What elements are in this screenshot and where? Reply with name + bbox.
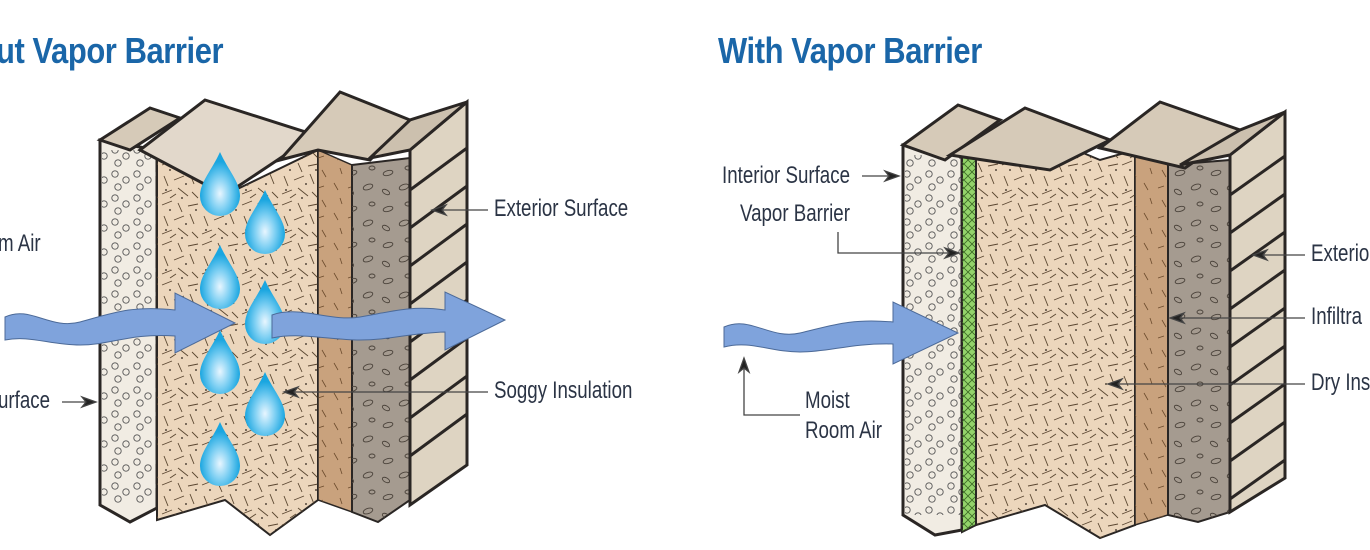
arrowhead [80, 395, 98, 409]
water-drop [245, 190, 285, 254]
exterior-siding-layer [1228, 108, 1287, 515]
title-with-vapor-barrier: With Vapor Barrier [718, 30, 982, 71]
label-dry-insulation: Dry Ins [1311, 369, 1370, 396]
title-without-vapor-barrier: ut Vapor Barrier [0, 30, 224, 71]
airflow-arrow-blocked [723, 301, 960, 365]
arrowhead [737, 356, 751, 374]
arrowhead [1251, 248, 1269, 262]
label-moist-line1: Moist [805, 387, 850, 414]
label-interior-surface: urface [0, 387, 51, 414]
label-infiltration: Infiltra [1311, 303, 1362, 330]
water-drop [245, 372, 285, 436]
siding-lap-lines [1229, 154, 1286, 501]
airflow-arrow-incoming [4, 292, 237, 354]
top-cap [365, 100, 468, 161]
top-cap [1179, 110, 1286, 167]
label-vapor-barrier: Vapor Barrier [740, 200, 850, 227]
water-drops [200, 152, 285, 486]
leader-vapor-barrier [837, 232, 955, 254]
wall-with-barrier [723, 100, 1305, 540]
arrowhead [883, 169, 901, 183]
water-drop [200, 152, 240, 216]
label-interior-surface: Interior Surface [722, 162, 850, 189]
arrowhead [943, 246, 961, 260]
arrowhead [1106, 377, 1124, 391]
label-exterior-surface: Exterior Surface [494, 195, 629, 222]
wall-without-barrier [4, 90, 507, 537]
arrowhead [430, 203, 448, 217]
arrowhead [282, 385, 300, 399]
arrowhead [1168, 311, 1186, 325]
water-drop [200, 245, 240, 309]
airflow-arrow-outgoing [271, 291, 507, 351]
label-moist-line2: Room Air [805, 417, 882, 444]
label-room-air: m Air [0, 230, 41, 257]
water-drop [200, 422, 240, 486]
water-drop [200, 330, 240, 394]
label-exterior-surface: Exterio [1311, 240, 1370, 267]
leader-moist-room-air [743, 360, 800, 416]
top-cap [899, 103, 1004, 162]
label-soggy-insulation: Soggy Insulation [494, 377, 633, 404]
